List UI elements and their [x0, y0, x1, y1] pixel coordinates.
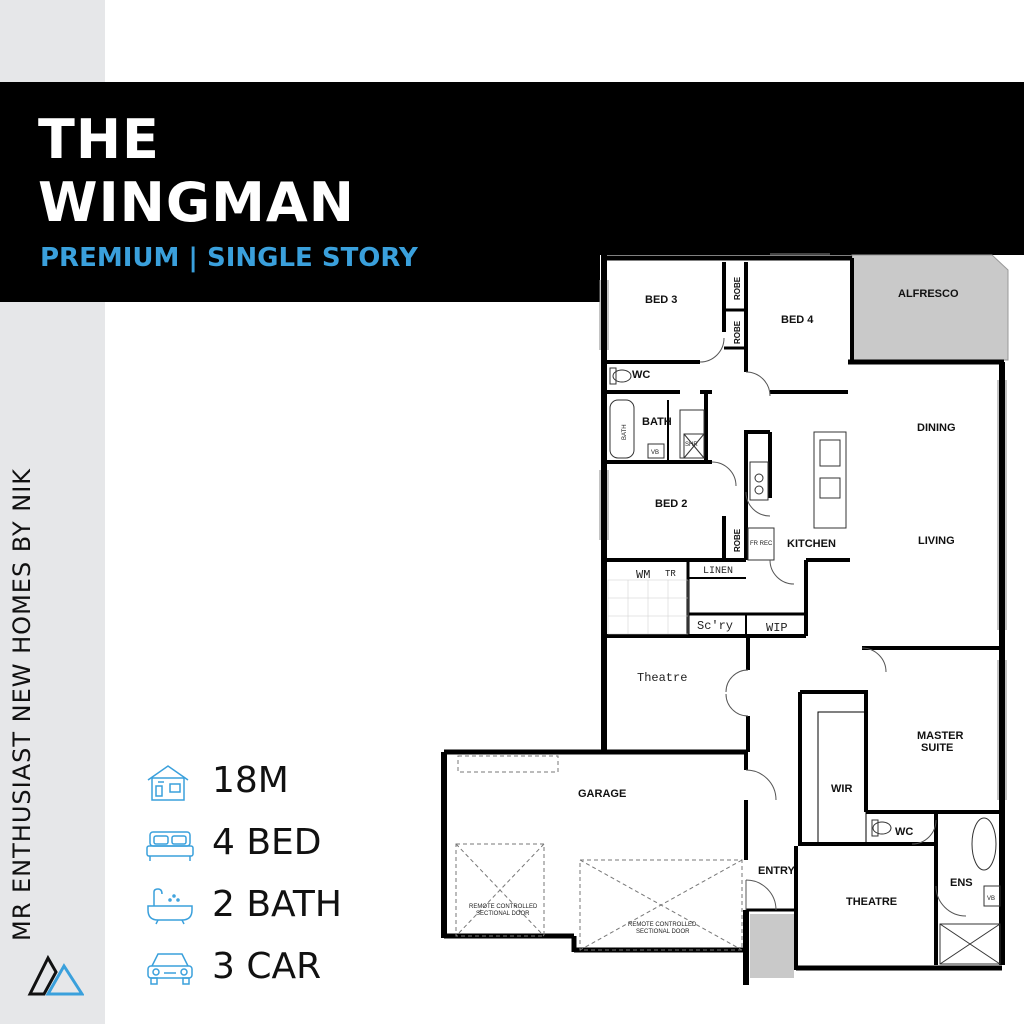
room-label-master-1: MASTER	[917, 730, 964, 742]
room-label-entry: ENTRY	[758, 865, 796, 877]
garage-door-label-1a: REMOTE CONTROLLED	[469, 904, 538, 910]
title-line-2: WINGMAN	[38, 171, 355, 234]
car-icon	[147, 953, 193, 985]
bed-icon	[146, 831, 194, 861]
room-label-scry: Sc'ry	[697, 619, 733, 633]
entry-porch	[750, 914, 794, 978]
garage-door-label-1b: SECTIONAL DOOR	[476, 911, 530, 917]
room-label-garage: GARAGE	[578, 788, 626, 800]
room-label-bed4: BED 4	[781, 314, 814, 326]
room-label-theatre-front: THEATRE	[846, 896, 897, 908]
room-label-living: LIVING	[918, 535, 955, 547]
room-label-wm: WM	[636, 568, 650, 582]
room-label-master-2: SUITE	[921, 742, 953, 754]
room-label-bath-tub: BATH	[622, 424, 628, 440]
room-label-bed3: BED 3	[645, 294, 677, 306]
brand-vertical-text: MR ENTHUSIAST NEW HOMES BY NIK	[8, 467, 36, 941]
room-label-vb-2: VB	[987, 896, 995, 902]
room-label-wc-1: WC	[632, 369, 650, 381]
room-label-wc-2: WC	[895, 826, 913, 838]
garage-door-right	[579, 859, 743, 951]
room-label-kitchen: KITCHEN	[787, 538, 836, 550]
garage-door-label-2b: SECTIONAL DOOR	[636, 929, 690, 935]
title-block	[0, 82, 442, 302]
room-label-robe-1: ROBE	[733, 276, 742, 300]
subtitle: PREMIUM | SINGLE STORY	[40, 243, 418, 273]
room-label-theatre-small: Theatre	[637, 671, 687, 685]
feature-bed-label: 4 BED	[212, 822, 322, 863]
feature-car: 3 CAR	[144, 944, 404, 992]
feature-frontage-label: 18M	[212, 760, 289, 801]
room-label-vb-1: VB	[651, 450, 659, 456]
feature-bath: 2 BATH	[144, 882, 404, 930]
room-label-wip: WIP	[766, 621, 788, 635]
feature-frontage: 18M	[144, 758, 404, 806]
room-label-fr-rec: FR REC	[750, 541, 773, 547]
room-label-wir: WIR	[831, 783, 852, 795]
garage-door-left	[455, 843, 545, 937]
ensuite-bathtub	[971, 817, 997, 871]
kitchen-island	[813, 431, 847, 529]
brand-logo-icon	[27, 954, 84, 996]
bathtub-icon	[147, 888, 193, 925]
bathtub-fixture	[609, 399, 635, 459]
alfresco-area	[851, 254, 1009, 361]
room-label-tr: TR	[665, 569, 676, 579]
room-label-bath: BATH	[642, 416, 672, 428]
house-frontage-icon	[147, 765, 189, 801]
room-label-robe-2: ROBE	[733, 320, 742, 344]
room-label-robe-3: ROBE	[733, 528, 742, 552]
room-label-dining: DINING	[917, 422, 956, 434]
room-label-bed2: BED 2	[655, 498, 687, 510]
room-label-ens: ENS	[950, 877, 973, 889]
garage-door-label-2a: REMOTE CONTROLLED	[628, 922, 697, 928]
room-label-linen: LINEN	[703, 566, 733, 577]
room-label-alfresco: ALFRESCO	[898, 288, 959, 300]
room-label-shr-1: SHR	[685, 442, 698, 448]
feature-car-label: 3 CAR	[212, 946, 322, 987]
title-line-1: THE	[38, 108, 160, 171]
feature-bed: 4 BED	[144, 820, 404, 868]
feature-bath-label: 2 BATH	[212, 884, 342, 925]
